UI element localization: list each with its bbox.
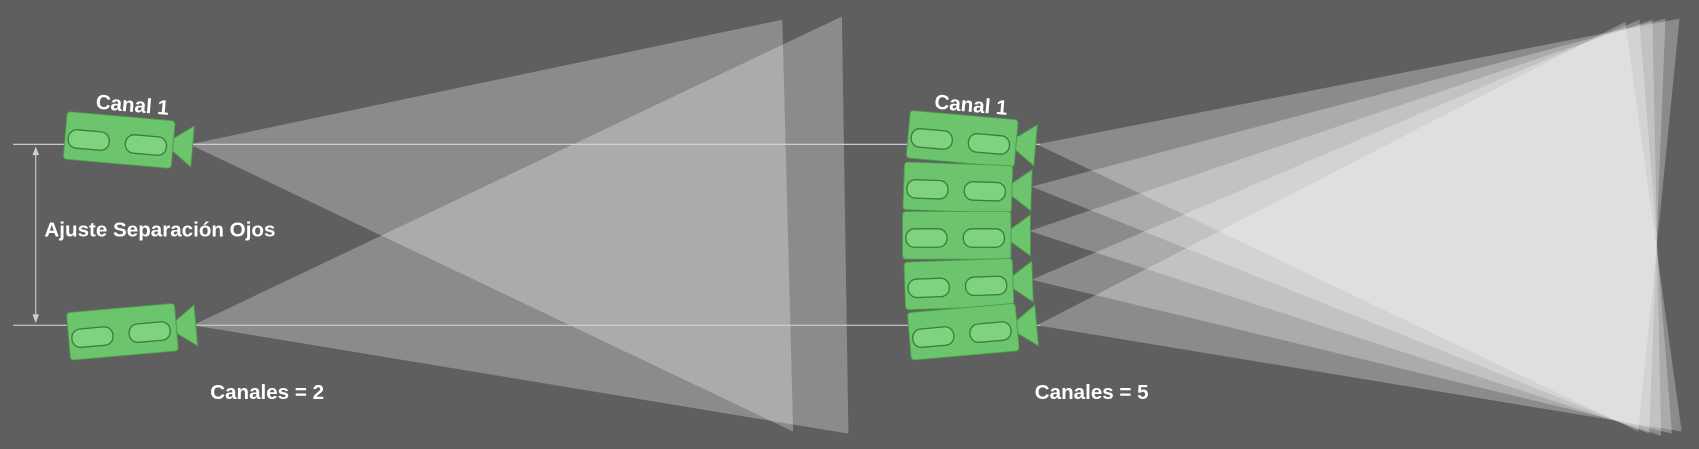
frustum-right-2 <box>1031 18 1666 434</box>
frustum-right-5 <box>1036 21 1682 432</box>
cameras <box>62 110 1039 361</box>
frustum-left-2 <box>192 16 849 434</box>
camera-right-4 <box>903 258 1034 311</box>
camera-right-3 <box>902 211 1031 260</box>
frustum-right-4 <box>1031 19 1672 434</box>
right-channels-label: Canales = 5 <box>1035 381 1149 404</box>
separation-label: Ajuste Separación Ojos <box>44 218 275 241</box>
frustum-right-3 <box>1029 19 1662 436</box>
frustum-right-1 <box>1036 18 1680 432</box>
camera-right-1 <box>905 110 1038 168</box>
separation-arrow <box>32 146 40 324</box>
camera-left-2 <box>66 303 199 361</box>
left-channels-label: Canales = 2 <box>210 381 324 404</box>
frustums <box>189 16 1682 436</box>
camera-right-5 <box>907 303 1039 361</box>
camera-right-2 <box>902 161 1033 214</box>
camera-left-1 <box>62 111 195 169</box>
frustum-left-1 <box>189 19 794 432</box>
